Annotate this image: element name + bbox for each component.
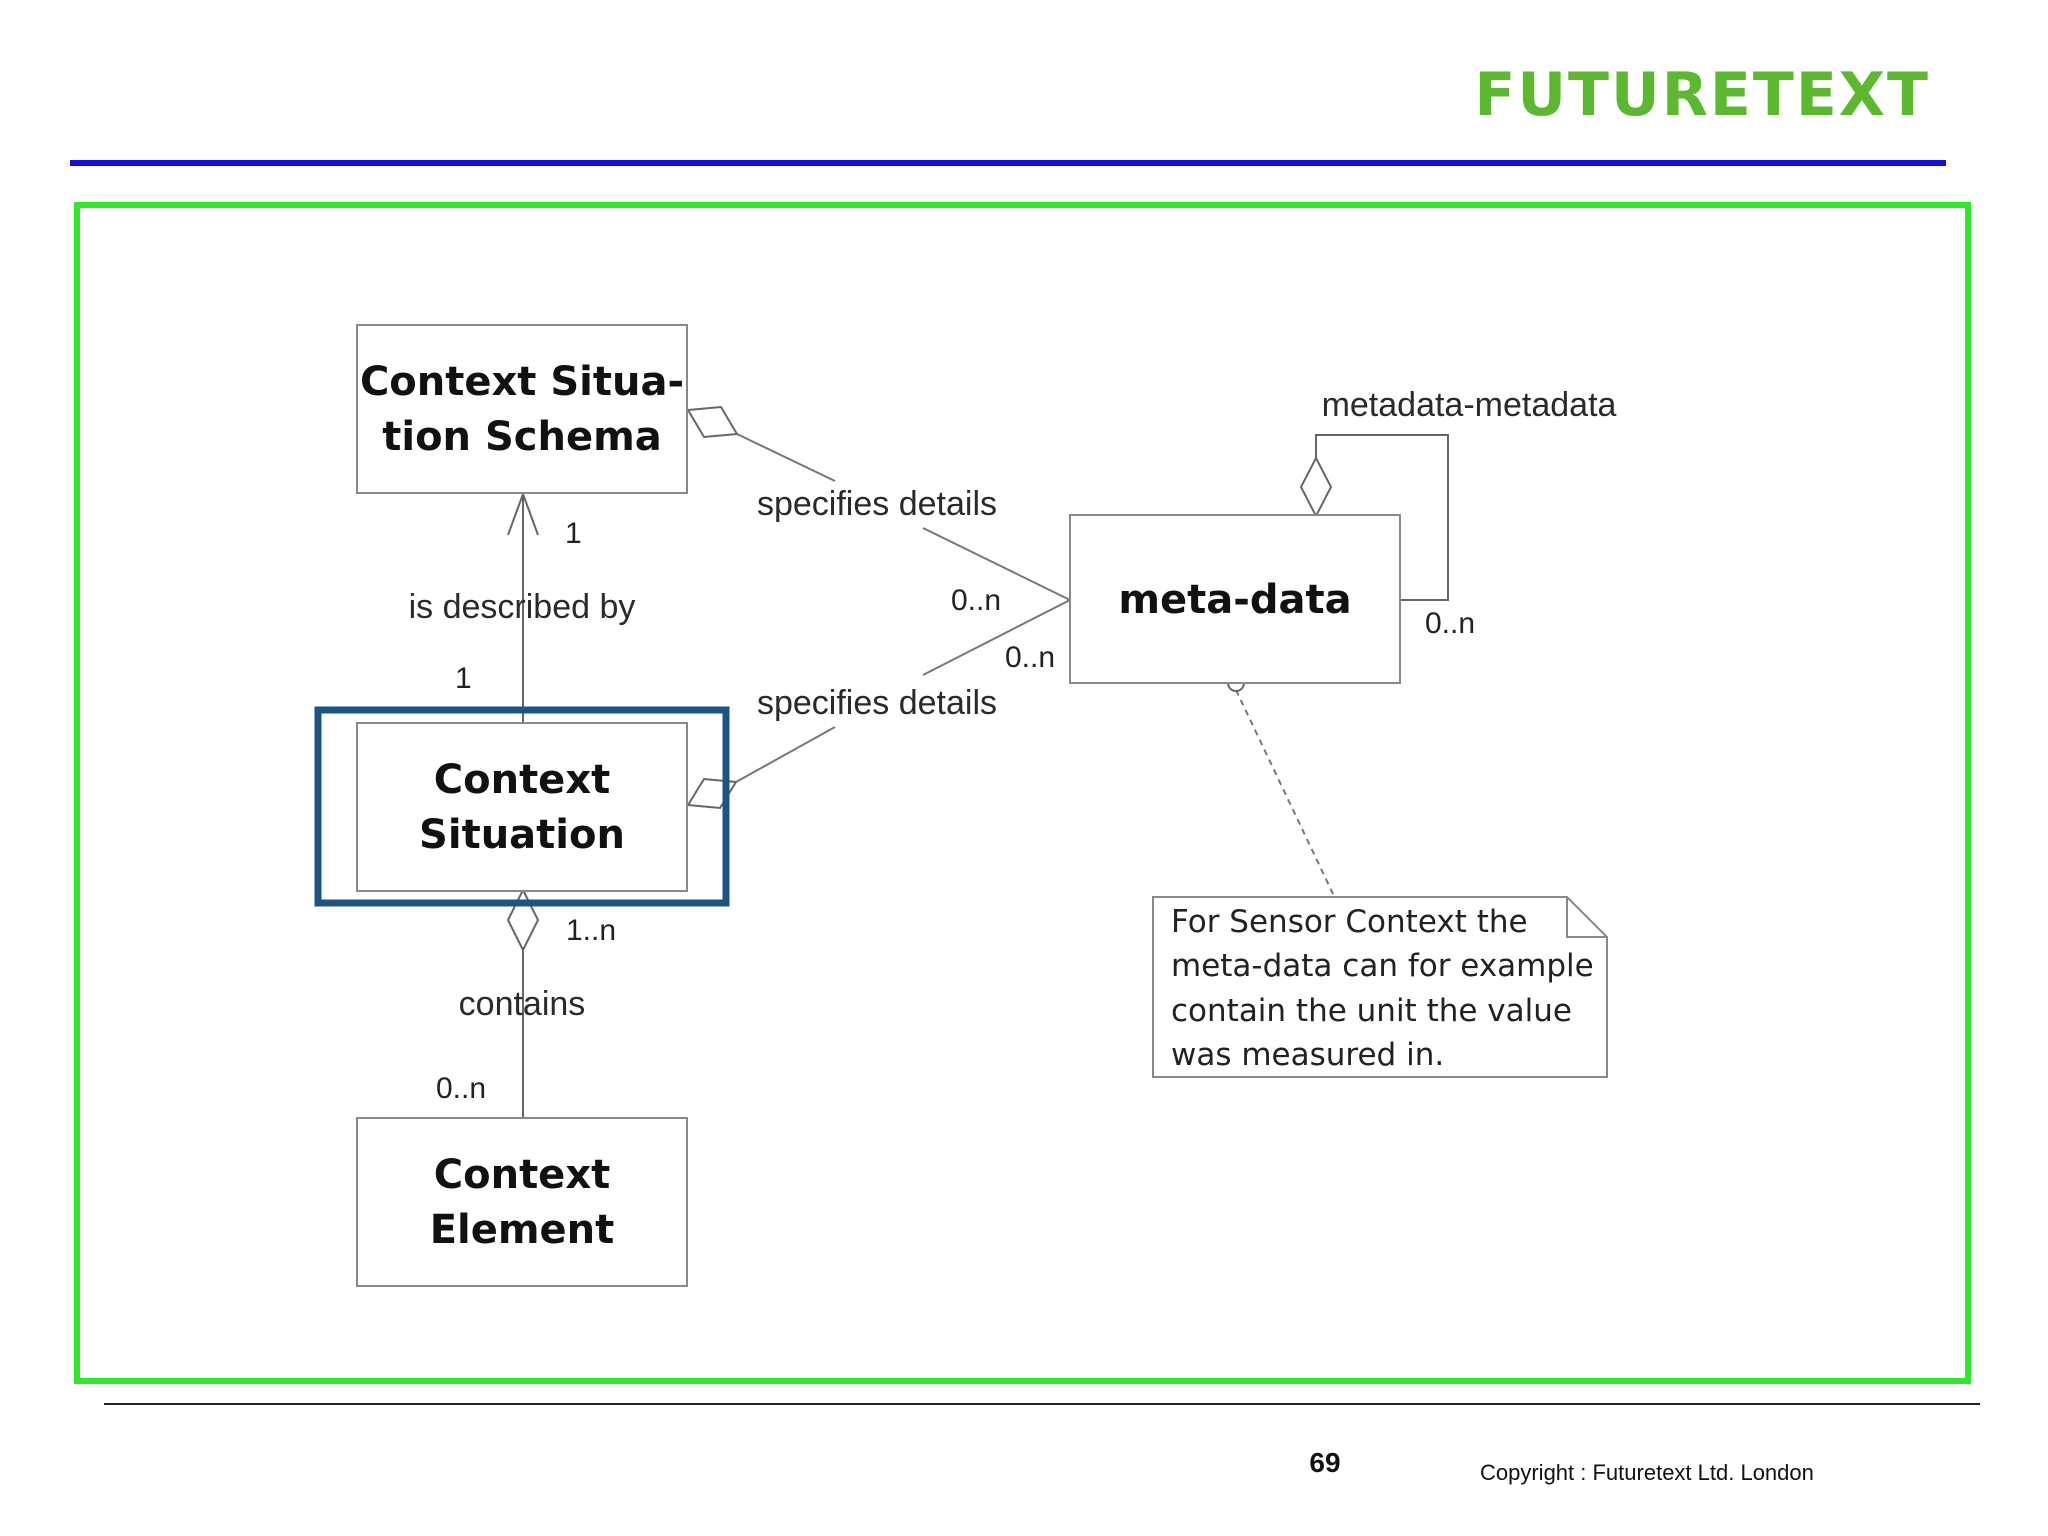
- futuretext-logo: FUTURETEXT: [1474, 60, 1930, 130]
- box-context-situation: [356, 722, 688, 892]
- situation-label-line2: Situation: [419, 812, 625, 858]
- schema-label-line2: tion Schema: [382, 414, 662, 460]
- note-line-2: meta-data can for example: [1171, 948, 1594, 984]
- page-number: 69: [1309, 1447, 1341, 1478]
- edge-situation-specifies-details-2: [922, 599, 1071, 676]
- situation-details-label: specifies details: [757, 684, 997, 722]
- note-line-4: was measured in.: [1171, 1037, 1444, 1073]
- note-line-1: For Sensor Context the: [1171, 904, 1528, 940]
- contains-mult-bottom: 0..n: [436, 1072, 486, 1105]
- metadata-self-mult: 0..n: [1425, 607, 1475, 640]
- edge-situation-specifies-details: [735, 726, 836, 783]
- schema-details-label: specifies details: [757, 485, 997, 523]
- schema-details-mult: 0..n: [951, 584, 1001, 617]
- box-context-situation-schema: [356, 324, 688, 494]
- note-anchor-line: [1235, 689, 1335, 897]
- contains-label: contains: [459, 985, 586, 1023]
- header-rule: [70, 160, 1946, 166]
- contains-mult-top: 1..n: [566, 914, 616, 947]
- described-label: is described by: [409, 588, 636, 626]
- highlight-frame: [314, 706, 730, 907]
- metadata-label: meta-data: [1118, 577, 1351, 623]
- edge-schema-specifies-details: [736, 433, 836, 482]
- metadata-self-label: metadata-metadata: [1322, 386, 1617, 424]
- schema-label-line1: Context Situa-: [360, 359, 684, 405]
- situation-label-line1: Context: [434, 757, 610, 803]
- situation-details-mult: 0..n: [1005, 641, 1055, 674]
- note-fold-icon: [1566, 897, 1607, 938]
- edge-schema-specifies-details-2: [922, 527, 1071, 601]
- copyright-text: Copyright : Futuretext Ltd. London: [1480, 1460, 1814, 1485]
- described-mult-top: 1: [565, 517, 582, 550]
- note-shape: [1152, 896, 1608, 1078]
- element-label-line1: Context: [434, 1152, 610, 1198]
- element-label-line2: Element: [430, 1207, 615, 1253]
- edge-metadata-self: [1315, 434, 1449, 601]
- aggregation-diamond-icon: [686, 405, 739, 439]
- described-mult-bottom: 1: [455, 662, 472, 695]
- box-meta-data: [1069, 514, 1401, 684]
- box-context-element: [356, 1117, 688, 1287]
- note-line-3: contain the unit the value: [1171, 993, 1572, 1029]
